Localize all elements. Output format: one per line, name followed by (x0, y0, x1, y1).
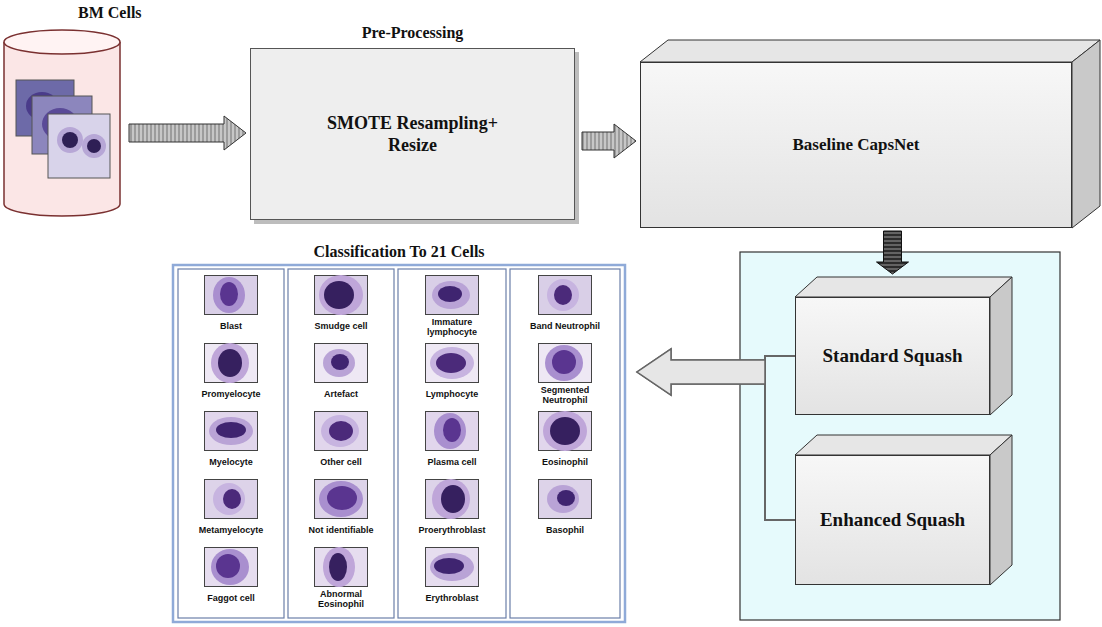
database-cylinder (2, 28, 122, 218)
class-panel-frame (173, 265, 625, 622)
column-frame (510, 269, 620, 618)
cell-class-item: Myelocyte (181, 411, 281, 477)
block-arrow (877, 231, 909, 274)
arrow-shape (582, 124, 636, 158)
cell-caption: Lymphocyte (424, 389, 481, 399)
cell-thumbnail (204, 547, 258, 587)
cell-thumbnail (204, 343, 258, 383)
arrow-shape (129, 116, 246, 150)
cell-caption: Not identifiable (307, 525, 376, 535)
arrow-shape (637, 349, 765, 395)
class-panel: Classification To 21 CellsBlastPromyeloc… (173, 265, 625, 622)
squash-panel (740, 252, 1060, 620)
cell-class-item: Other cell (291, 411, 391, 477)
box-top-face (795, 277, 1012, 297)
process-box-3d: Standard Squash (795, 297, 990, 415)
cell-class-item: Erythroblast (402, 547, 502, 613)
cell-thumbnail (425, 547, 479, 587)
node-heading: Pre-Processing (251, 24, 574, 42)
cell-caption: Immature lymphocyte (412, 317, 492, 337)
box-side-face (990, 277, 1012, 415)
cell-thumbnail (425, 343, 479, 383)
cell-class-item: Band Neutrophil (515, 275, 615, 341)
block-arrow (129, 116, 246, 150)
cell-thumbnail (204, 275, 258, 315)
process-box: Pre-ProcessingSMOTE Resampling+ Resize (250, 48, 575, 220)
cell-thumbnail (425, 479, 479, 519)
cell-thumbnail (314, 479, 368, 519)
cell-class-item: Promyelocyte (181, 343, 281, 409)
node-heading: BM Cells (78, 4, 142, 22)
block-arrow (582, 124, 636, 158)
cell-class-item: Immature lymphocyte (402, 275, 502, 341)
cell-caption: Promyelocyte (199, 389, 262, 399)
column-frame (398, 269, 506, 618)
cell-caption: Segmented Neutrophil (525, 385, 605, 405)
cell-thumbnail (314, 275, 368, 315)
database-node: BM Cells (2, 28, 122, 218)
merge-line (765, 356, 795, 372)
cell-caption: Band Neutrophil (528, 321, 602, 331)
cell-thumbnail (538, 479, 592, 519)
cell-caption: Other cell (318, 457, 364, 467)
panel-heading: Classification To 21 Cells (173, 243, 625, 261)
cell-class-item: Smudge cell (291, 275, 391, 341)
arrow-shape (637, 349, 765, 395)
cell-class-item: Segmented Neutrophil (515, 343, 615, 409)
cell-class-item: Abnormal Eosinophil (291, 547, 391, 613)
cell-thumbnail (425, 411, 479, 451)
cell-class-item: Blast (181, 275, 281, 341)
cell-caption: Smudge cell (312, 321, 369, 331)
cell-thumbnail (538, 275, 592, 315)
arrow-shape (877, 231, 909, 274)
process-box-3d: Baseline CapsNet (640, 62, 1072, 228)
cell-caption: Plasma cell (425, 457, 478, 467)
cell-class-item: Lymphocyte (402, 343, 502, 409)
cell-caption: Faggot cell (205, 593, 257, 603)
box-top-face (640, 40, 1100, 62)
cell-thumbnail (425, 275, 479, 315)
cell-caption: Eosinophil (540, 457, 590, 467)
cell-caption: Artefact (322, 389, 360, 399)
cell-caption: Blast (218, 321, 244, 331)
cell-thumbnail (314, 411, 368, 451)
cell-class-item: Metamyelocyte (181, 479, 281, 545)
cell-caption: Proerythroblast (416, 525, 487, 535)
cell-thumbnail (538, 411, 592, 451)
cell-thumbnail (204, 411, 258, 451)
cell-caption: Basophil (544, 525, 586, 535)
cell-thumbnail (314, 547, 368, 587)
process-label: Standard Squash (815, 344, 971, 368)
process-label: Baseline CapsNet (784, 134, 927, 155)
box-side-face (1072, 40, 1100, 228)
cell-class-item: Not identifiable (291, 479, 391, 545)
cell-class-item: Artefact (291, 343, 391, 409)
cell-class-item: Basophil (515, 479, 615, 545)
cell-caption: Abnormal Eosinophil (301, 589, 381, 609)
column-frame (288, 269, 394, 618)
cell-thumbnail (314, 343, 368, 383)
cell-class-item: Plasma cell (402, 411, 502, 477)
cell-caption: Myelocyte (207, 457, 255, 467)
cell-thumbnail (538, 343, 592, 383)
block-arrow (637, 349, 795, 520)
cell-class-item: Faggot cell (181, 547, 281, 613)
cell-thumbnail (204, 479, 258, 519)
cell-class-item: Proerythroblast (402, 479, 502, 545)
process-label: SMOTE Resampling+ Resize (315, 112, 510, 157)
merge-line (765, 372, 795, 520)
process-label: Enhanced Squash (812, 508, 973, 532)
box-top-face (795, 435, 1012, 455)
process-box-3d: Enhanced Squash (795, 455, 990, 585)
box-side-face (990, 435, 1012, 585)
cell-class-item: Eosinophil (515, 411, 615, 477)
cell-caption: Metamyelocyte (197, 525, 266, 535)
block-arrow (637, 349, 795, 395)
cell-caption: Erythroblast (423, 593, 480, 603)
column-frame (178, 269, 284, 618)
